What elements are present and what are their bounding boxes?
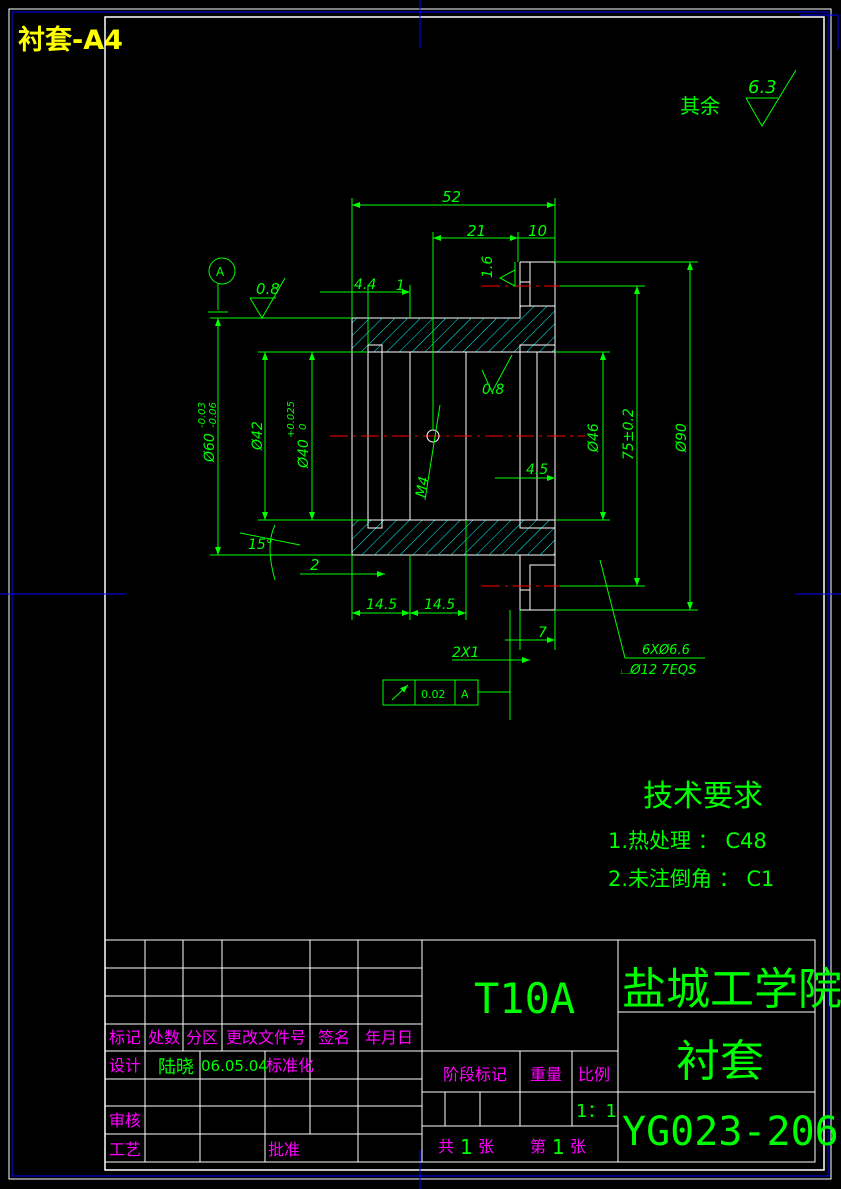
svg-text:审核: 审核 [109,1111,141,1130]
dim-52: 52 [442,188,461,206]
dim-m4: M4 [413,475,432,498]
svg-text:1: 1 [460,1135,473,1159]
dim-2: 2 [310,556,320,574]
svg-text:分区: 分区 [186,1028,218,1047]
runout-datum: A [461,688,469,701]
svg-text:第: 第 [530,1137,546,1156]
material: T10A [474,974,575,1023]
dim-phi42: Ø42 [250,421,266,451]
part-section-view [330,261,585,611]
dim-chamfer-2x1: 2X1 [452,645,479,661]
svg-text:标准化: 标准化 [266,1056,314,1075]
school-name: 盐城工学院 [622,964,841,1015]
svg-text:共: 共 [438,1137,454,1156]
dim-1: 1 [396,278,405,294]
svg-text:张: 张 [478,1137,494,1156]
dim-phi60: Ø60 [202,433,218,463]
scale-value: 1：1 [576,1101,617,1122]
dim-phi60-tol-lower: -0.06 [208,402,219,428]
svg-text:比例: 比例 [578,1065,610,1084]
roughness-1-6: 1.6 [480,256,496,278]
svg-text:签名: 签名 [318,1028,350,1047]
dim-phi40-tol-lower: 0 [298,424,309,430]
svg-text:1: 1 [552,1135,565,1159]
dim-phi40: Ø40 [296,439,312,469]
svg-text:处数: 处数 [148,1028,180,1047]
svg-text:批准: 批准 [268,1140,300,1159]
svg-text:其余: 其余 [680,94,720,118]
holes-note-line1: 6XØ6.6 [642,643,690,658]
roughness-note: 其余 6.3 [680,69,797,127]
dim-21: 21 [467,222,486,240]
datum-a-label: A [216,265,225,279]
dim-14-5-b: 14.5 [424,597,455,613]
tech-req-item-2: 2.未注倒角 ： C1 [608,867,774,891]
roughness-0-8-mid: 0.8 [482,382,504,398]
dim-phi46: Ø46 [586,423,602,453]
svg-text:年月日: 年月日 [365,1028,413,1047]
roughness-0-8-top: 0.8 [256,280,280,298]
dimension-lines [208,198,705,720]
technical-requirements: 技术要求 1.热处理 ： C48 2.未注倒角 ： C1 [608,779,774,891]
dim-10: 10 [528,222,547,240]
svg-text:更改文件号: 更改文件号 [226,1028,306,1047]
dim-14-5-a: 14.5 [366,597,397,613]
svg-text:张: 张 [570,1137,586,1156]
svg-text:重量: 重量 [530,1065,562,1084]
dim-4-5: 4.5 [526,462,548,478]
runout-value: 0.02 [421,688,446,701]
svg-text:标记: 标记 [109,1028,141,1047]
dim-4-4: 4.4 [354,277,376,293]
tech-req-item-1: 1.热处理 ： C48 [608,829,767,853]
svg-text:工艺: 工艺 [109,1140,141,1159]
tech-req-heading: 技术要求 [643,779,763,814]
design-date: 06.05.04 [201,1057,268,1075]
dim-7: 7 [538,625,547,641]
svg-text:设计: 设计 [109,1056,141,1075]
dim-phi60-tol-upper: -0.03 [197,402,208,428]
svg-text:阶段标记: 阶段标记 [443,1065,507,1084]
designer-name: 陆晓 [158,1057,194,1078]
part-name: 衬套 [676,1036,764,1087]
dim-phi40-tol-upper: +0.025 [286,401,297,438]
svg-text:6.3: 6.3 [748,77,777,98]
dim-phi90: Ø90 [674,423,690,453]
dim-angle-15: 15° [248,537,273,553]
dim-75: 75±0.2 [621,408,637,460]
holes-note-line2: ⌴Ø12 7EQS [620,663,696,678]
dimension-texts: 52 21 10 4.4 1 0.8 1.6 0.8 A Ø60 -0.03 -… [197,188,696,701]
title-block: T10A 盐城工学院 衬套 YG023-2063 标记 处数 分区 更改文件号 … [104,939,841,1163]
drawing-number: YG023-2063 [622,1109,841,1155]
